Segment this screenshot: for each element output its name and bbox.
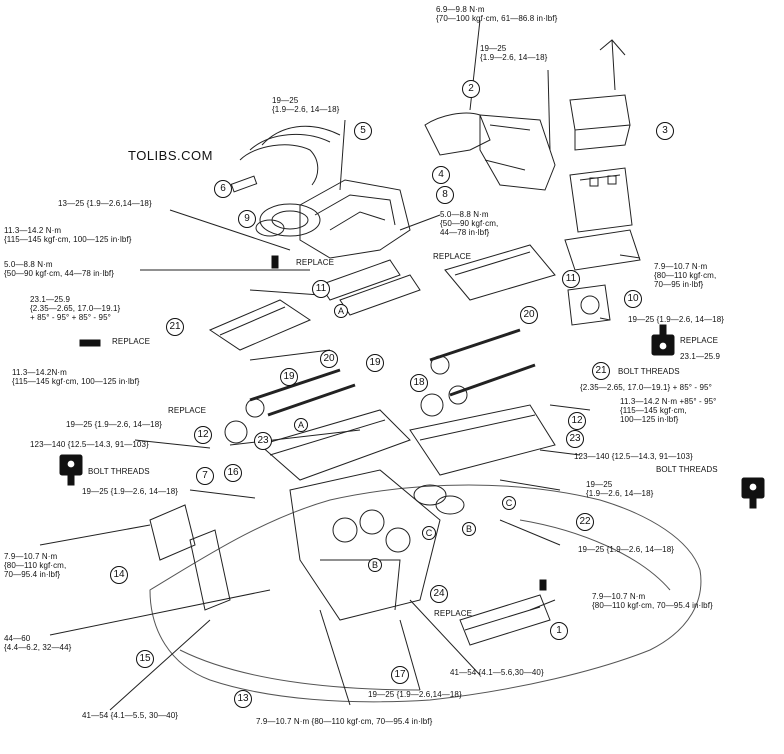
marker-c-1: C: [502, 496, 516, 510]
spec-1925-mid: 19—25 {1.9—2.6, 14—18}: [66, 420, 163, 429]
replace-top: REPLACE: [433, 252, 472, 261]
marker-a-2: A: [294, 418, 308, 432]
callout-12-a: 12: [194, 426, 212, 444]
bolt-threads-right1: BOLT THREADS: [618, 367, 680, 376]
callout-1: 1: [550, 622, 568, 640]
callout-5: 5: [354, 122, 372, 140]
callout-13: 13: [234, 690, 252, 708]
spec-113-mid: 11.3—14.2N·m{115—145 kgf·cm, 100—125 in·…: [12, 368, 140, 386]
callout-3: 3: [656, 122, 674, 140]
replace-left1: REPLACE: [112, 337, 151, 346]
spec-123: 123—140 {12.5—14.3, 91—103}: [30, 440, 149, 449]
callout-16: 16: [224, 464, 242, 482]
callout-6: 6: [214, 180, 232, 198]
marker-b-2: B: [368, 558, 382, 572]
spec-top: 6.9—9.8 N·m{70—100 kgf·cm, 61—86.8 in·lb…: [436, 5, 558, 23]
callout-23-b: 23: [566, 430, 584, 448]
spec-113-right: 11.3—14.2 N·m +85° - 95°{115—145 kgf·cm,…: [620, 397, 717, 424]
spec-1925-right1: 19—25 {1.9—2.6, 14—18}: [628, 315, 725, 324]
spec-1925-r3: 19—25{1.9—2.6, 14—18}: [586, 480, 654, 498]
spec-1925-r2: 19—25 {1.9—2.6, 14—18}: [578, 545, 675, 554]
callout-21-b: 21: [592, 362, 610, 380]
callout-12-b: 12: [568, 412, 586, 430]
callout-19-b: 19: [366, 354, 384, 372]
callout-20-a: 20: [320, 350, 338, 368]
bolt-threads-left: BOLT THREADS: [88, 467, 150, 476]
spec-topright-19: 19—25{1.9—2.6, 14—18}: [480, 44, 548, 62]
callout-19-a: 19: [280, 368, 298, 386]
spec-4460: 44—60{4.4—6.2, 32—44}: [4, 634, 72, 652]
callout-2: 2: [462, 80, 480, 98]
spec-235-right: {2.35—2.65, 17.0—19.1} + 85° - 95°: [580, 383, 712, 392]
callout-21-a: 21: [166, 318, 184, 336]
spec-4154-rbottom: 41—54 {4.1—5.6,30—40}: [450, 668, 544, 677]
callout-23-a: 23: [254, 432, 272, 450]
replace-mid2: REPLACE: [296, 258, 335, 267]
spec-123-right: 123—140 {12.5—14.3, 91—103}: [574, 452, 693, 461]
marker-b-1: B: [462, 522, 476, 536]
marker-a-1: A: [334, 304, 348, 318]
spec-left-19: 19—25{1.9—2.6, 14—18}: [272, 96, 340, 114]
spec-50-left: 5.0—8.8 N·m{50—90 kgf·cm, 44—78 in·lbf}: [4, 260, 114, 278]
callout-17: 17: [391, 666, 409, 684]
callout-8: 8: [436, 186, 454, 204]
spec-left-13: 13—25 {1.9—2.6,14—18}: [58, 199, 152, 208]
callout-18: 18: [410, 374, 428, 392]
callout-15-a: 15: [136, 650, 154, 668]
callout-9: 9: [238, 210, 256, 228]
callout-11-a: 11: [312, 280, 330, 298]
replace-right1: REPLACE: [680, 336, 719, 345]
spec-79-rbottom: 7.9—10.7 N·m{80—110 kgf·cm, 70—95.4 in·l…: [592, 592, 713, 610]
replace-mid: REPLACE: [168, 406, 207, 415]
spec-1925-left2: 19—25 {1.9—2.6, 14—18}: [82, 487, 179, 496]
callout-24: 24: [430, 585, 448, 603]
spec-79-bottom: 7.9—10.7 N·m {80—110 kgf·cm, 70—95.4 in·…: [256, 717, 433, 726]
spec-79-left: 7.9—10.7 N·m{80—110 kgf·cm,70—95.4 in·lb…: [4, 552, 67, 579]
spec-231: 23.1—25.9{2.35—2.65, 17.0—19.1}+ 85° - 9…: [30, 295, 121, 322]
spec-79-right: 7.9—10.7 N·m{80—110 kgf·cm,70—95 in·lbf}: [654, 262, 717, 289]
spec-1925-bottom: 19—25 {1.9—2.6,14—18}: [368, 690, 462, 699]
callout-7: 7: [196, 467, 214, 485]
bolt-threads-right2: BOLT THREADS: [656, 465, 718, 474]
watermark-text: TOLIBS.COM: [128, 148, 213, 163]
callout-22: 22: [576, 513, 594, 531]
callout-10: 10: [624, 290, 642, 308]
callout-20-b: 20: [520, 306, 538, 324]
spec-50-mid: 5.0—8.8 N·m{50—90 kgf·cm,44—78 in·lbf}: [440, 210, 499, 237]
replace-bottom: REPLACE: [434, 609, 473, 618]
spec-231-right: 23.1—25.9: [680, 352, 721, 361]
spec-4154-bottom: 41—54 {4.1—5.5, 30—40}: [82, 711, 179, 720]
callout-4: 4: [432, 166, 450, 184]
spec-113-top: 11.3—14.2 N·m{115—145 kgf·cm, 100—125 in…: [4, 226, 132, 244]
callout-14: 14: [110, 566, 128, 584]
marker-c-2: C: [422, 526, 436, 540]
callout-11-b: 11: [562, 270, 580, 288]
